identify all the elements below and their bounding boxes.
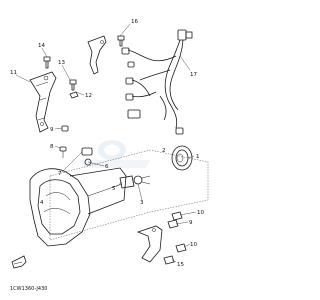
callout-5: 5 bbox=[112, 186, 116, 192]
callout-15: 15 bbox=[177, 262, 184, 268]
callout-3: 3 bbox=[140, 200, 144, 206]
headlight-exploded-diagram: 16 17 14 13 11 12 9 8 7 6 5 4 3 2 1 10 9… bbox=[10, 19, 209, 292]
callout-10-upper: 10 bbox=[197, 210, 204, 216]
callout-17: 17 bbox=[190, 72, 197, 78]
lower-stay-bracket bbox=[136, 211, 187, 265]
callout-8: 8 bbox=[50, 144, 54, 150]
bracket-bolts bbox=[43, 56, 79, 99]
headlight-stay-bracket bbox=[29, 71, 57, 133]
callout-13: 13 bbox=[58, 60, 65, 66]
callout-12: 12 bbox=[85, 93, 92, 99]
headlight-bulb bbox=[81, 147, 151, 189]
front-direction-arrow-icon bbox=[11, 255, 27, 269]
assembly-outline bbox=[49, 149, 209, 241]
diagram-code: 1CW1360-J430 bbox=[10, 286, 47, 292]
collar-fitting bbox=[59, 125, 69, 158]
callout-10-lower: 10 bbox=[190, 242, 197, 248]
callout-11: 11 bbox=[10, 70, 17, 76]
callout-4: 4 bbox=[40, 200, 44, 206]
upper-stay bbox=[87, 35, 125, 75]
callout-1: 1 bbox=[196, 154, 200, 160]
wire-harness bbox=[121, 29, 193, 135]
callout-14: 14 bbox=[38, 43, 45, 49]
callout-16: 16 bbox=[131, 19, 138, 25]
watermark-logo bbox=[80, 140, 150, 168]
callout-2: 2 bbox=[162, 148, 166, 154]
headlight-unit bbox=[29, 167, 127, 247]
callout-9-lower: 9 bbox=[189, 220, 193, 226]
callout-9-upper: 9 bbox=[50, 127, 54, 133]
callout-6: 6 bbox=[105, 164, 109, 170]
leader-lines bbox=[15, 23, 197, 263]
callout-7: 7 bbox=[58, 171, 62, 177]
headlight-cover bbox=[171, 145, 193, 171]
